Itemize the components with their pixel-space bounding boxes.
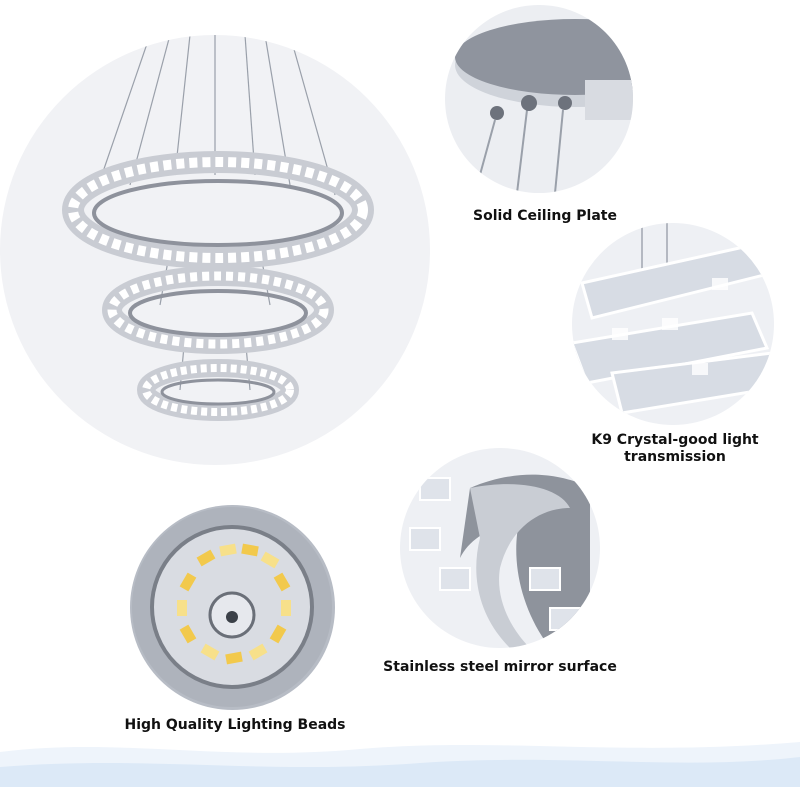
stainless-steel-image [400, 448, 600, 648]
k9-crystal-caption-line-2: transmission [624, 449, 726, 465]
ceiling-plate-caption: Solid Ceiling Plate [473, 208, 617, 224]
k9-crystal-caption: K9 Crystal-good light transmission [580, 432, 770, 466]
lighting-beads-image [130, 505, 335, 710]
k9-crystal-image [572, 223, 774, 425]
chandelier-main-image [0, 35, 430, 465]
ceiling-plate-image [445, 5, 633, 193]
lighting-beads-caption: High Quality Lighting Beads [124, 717, 346, 733]
k9-crystal-caption-line-1: K9 Crystal-good light [591, 432, 759, 448]
stainless-steel-caption: Stainless steel mirror surface [383, 659, 617, 675]
bottom-wave-decoration [0, 742, 800, 787]
